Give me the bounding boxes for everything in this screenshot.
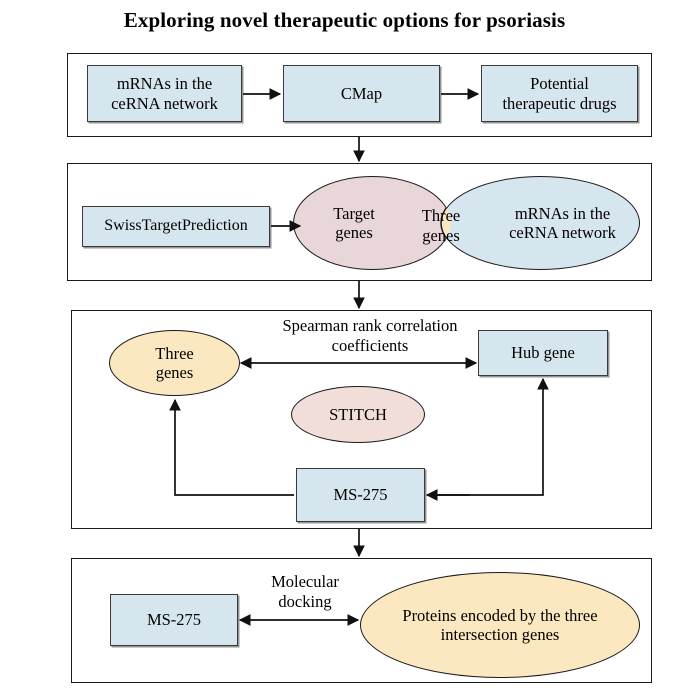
potential-drugs-box-label: Potential therapeutic drugs [502,74,617,113]
page-title: Exploring novel therapeutic options for … [123,8,566,32]
mrnas-cernanetwork-box-label: mRNAs in the ceRNA network [111,74,218,113]
spearman-label: Spearman rank correlation coefficients [282,316,458,355]
proteins-encoded-label: Proteins encoded by the three intersecti… [402,605,598,644]
ms275-box[interactable]: MS-275 [296,468,425,522]
proteins-encoded-ellipse[interactable]: Proteins encoded by the three intersecti… [360,572,640,678]
three-genes-label: Three genes [155,343,194,382]
ms275-label: MS-275 [333,485,388,505]
swisstargetprediction-box-label: SwissTargetPrediction [104,217,248,235]
mrnas-cernanetwork-ellipse-label: mRNAs in the ceRNA network [509,203,616,242]
target-genes-label: Target genes [333,203,375,242]
molecular-docking-label: Molecular docking [271,572,339,611]
hub-gene-box[interactable]: Hub gene [478,330,608,376]
mrnas-cernanetwork-ellipse[interactable]: mRNAs in the ceRNA network [441,176,640,270]
three-genes-intersection-label: Three genes [421,206,461,245]
target-genes-ellipse[interactable]: Target genes [293,176,451,270]
cmap-box[interactable]: CMap [283,65,440,122]
potential-drugs-box[interactable]: Potential therapeutic drugs [481,65,638,122]
three-genes-ellipse[interactable]: Three genes [109,330,240,396]
mrnas-cernanetwork-box[interactable]: mRNAs in the ceRNA network [87,65,242,122]
cmap-box-label: CMap [340,83,383,103]
swisstargetprediction-box[interactable]: SwissTargetPrediction [82,206,270,247]
ms275-docking-box[interactable]: MS-275 [110,594,238,646]
stitch-label: STITCH [329,404,387,424]
stitch-ellipse[interactable]: STITCH [291,386,425,443]
hub-gene-label: Hub gene [511,343,575,363]
ms275-docking-label: MS-275 [146,610,202,630]
